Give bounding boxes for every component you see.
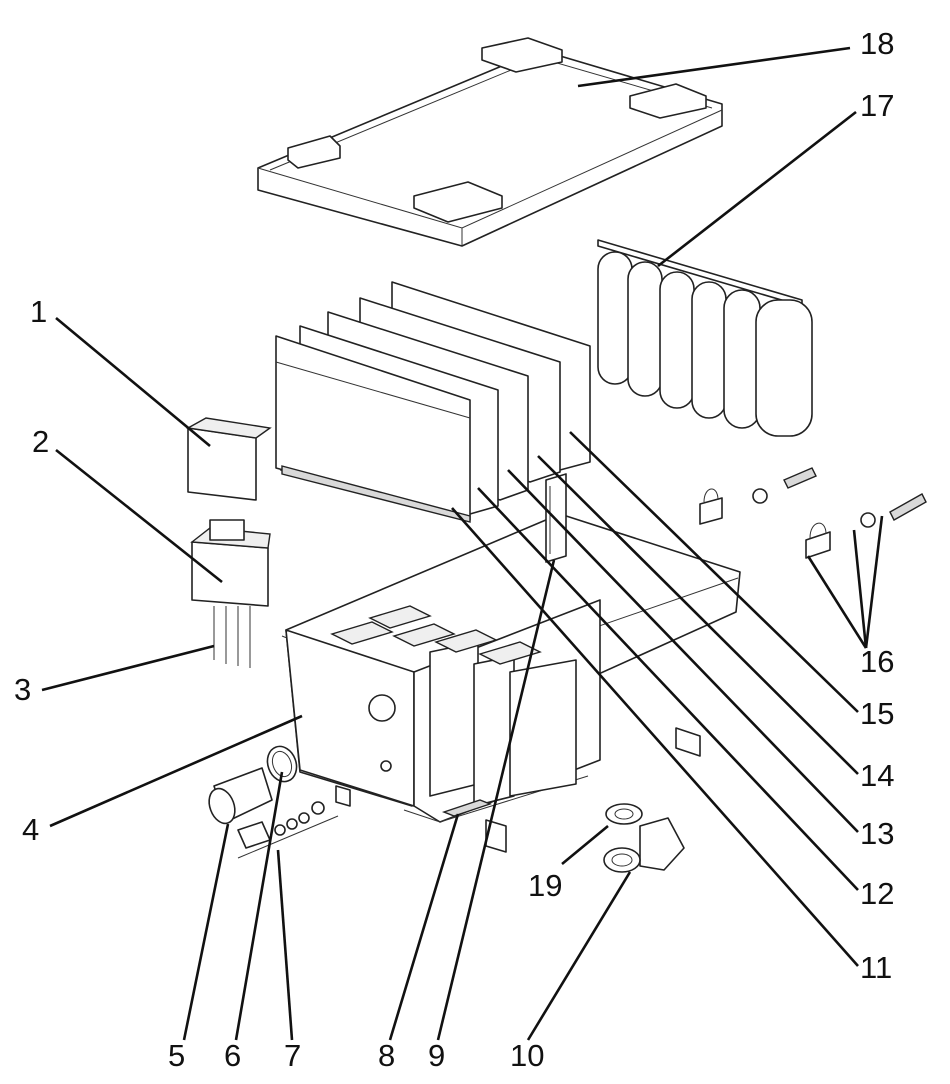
callout-17: 17 [860, 88, 894, 123]
callout-5: 5 [168, 1038, 185, 1073]
part-19-gasket [605, 803, 643, 825]
leader-lines [41, 46, 884, 1041]
part-1-mesh-cap [185, 417, 272, 501]
part-2-mesh-cartridge [190, 519, 271, 607]
callout-10: 10 [510, 1038, 544, 1073]
callout-19: 19 [528, 868, 562, 903]
part-10-valve [603, 817, 685, 873]
callout-7: 7 [284, 1038, 301, 1073]
part-6-seal-ring [266, 745, 298, 783]
part-7-fittings [237, 801, 339, 859]
callout-16: 16 [860, 644, 894, 679]
part-16-hardware [699, 467, 927, 559]
part-11-15-filter-plates [275, 281, 591, 523]
mesh-baskets [330, 605, 577, 807]
callout-13: 13 [860, 816, 894, 851]
callout-8: 8 [378, 1038, 395, 1073]
callout-1: 1 [30, 294, 47, 329]
callout-14: 14 [860, 758, 894, 793]
callout-numbers: 1 2 3 4 5 6 7 8 9 10 11 12 13 14 15 16 1… [14, 26, 894, 1073]
callout-2: 2 [32, 424, 49, 459]
part-5-outlet-pipe [208, 767, 273, 825]
callout-6: 6 [224, 1038, 241, 1073]
part-18-lid [257, 37, 723, 247]
callout-11: 11 [860, 950, 892, 985]
part-17-filter-rolls [597, 239, 813, 437]
callout-15: 15 [860, 696, 894, 731]
callout-9: 9 [428, 1038, 445, 1073]
callout-12: 12 [860, 876, 894, 911]
callout-18: 18 [860, 26, 894, 61]
callout-3: 3 [14, 672, 31, 707]
callout-4: 4 [22, 812, 39, 847]
part-3-pins [213, 606, 251, 668]
part-8-floor-plate [441, 799, 493, 817]
